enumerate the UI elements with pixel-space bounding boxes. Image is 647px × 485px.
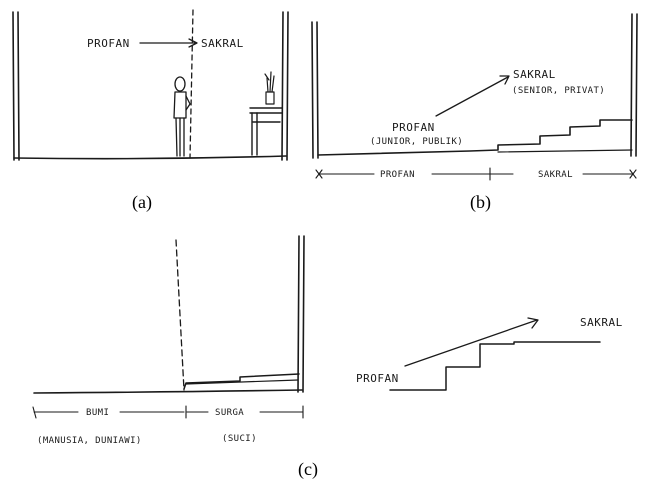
panel-b-sakral-label: SAKRAL [513,68,556,81]
panel-d-rise-arrow [404,319,538,367]
panel-c-surga-sublabel: (SUCI) [222,434,257,444]
panel-b-floor-and-steps [317,119,633,156]
panel-a-caption: (a) [132,192,152,213]
panel-c-step-base [185,379,299,385]
panel-c-threshold-dashed-line [175,239,185,391]
panel-b-left-wall [311,21,319,159]
panel-a-threshold-dashed-line [189,9,194,159]
panel-a-floor [13,155,287,160]
standing-person-figure [173,76,191,157]
panel-b-dim-profan: PROFAN [380,170,415,180]
panel-b-dimension-line [315,167,637,181]
panel-b-rise-arrow [435,76,509,117]
panel-b-baseline [497,149,633,153]
panel-c-steps [183,373,300,390]
panel-c-floor [33,389,303,394]
panel-c-caption: (c) [298,459,318,480]
panel-d-profan-label: PROFAN [356,372,399,385]
panel-b: SAKRAL (SENIOR, PRIVAT) PROFAN (JUNIOR, … [311,13,638,213]
panel-c-right-wall [297,235,305,393]
altar-table [249,107,283,156]
panel-b-sakral-sublabel: (SENIOR, PRIVAT) [512,86,605,96]
panel-c: BUMI SURGA (MANUSIA, DUNIAWI) (SUCI) (c) [32,235,318,480]
panel-d-steps [389,341,601,391]
offering-vase-icon [264,71,275,105]
panel-b-right-wall [630,13,638,157]
panel-a-left-wall [12,11,20,161]
panel-a-arrow-head [188,38,198,48]
panel-c-bumi-sublabel: (MANUSIA, DUNIAWI) [37,436,142,446]
panel-d-rise-arrow-head [527,317,539,329]
panel-c-dim-bumi: BUMI [86,408,109,418]
panel-b-rise-arrow-head [499,75,510,85]
panel-a-sakral-label: SAKRAL [201,37,244,50]
panel-c-dim-surga: SURGA [215,408,244,418]
panel-a-profan-label: PROFAN [87,37,130,50]
panel-d-sakral-label: SAKRAL [580,316,623,329]
panel-b-profan-sublabel: (JUNIOR, PUBLIK) [370,137,463,147]
panel-b-dim-sakral: SAKRAL [538,170,573,180]
panel-a: PROFAN SAKRAL (a) [12,9,289,213]
panel-a-right-wall [281,11,289,161]
panel-b-caption: (b) [470,192,491,213]
panel-b-profan-label: PROFAN [392,121,435,134]
panel-c-dimension-line [32,405,304,419]
panel-d: PROFAN SAKRAL [356,316,623,391]
